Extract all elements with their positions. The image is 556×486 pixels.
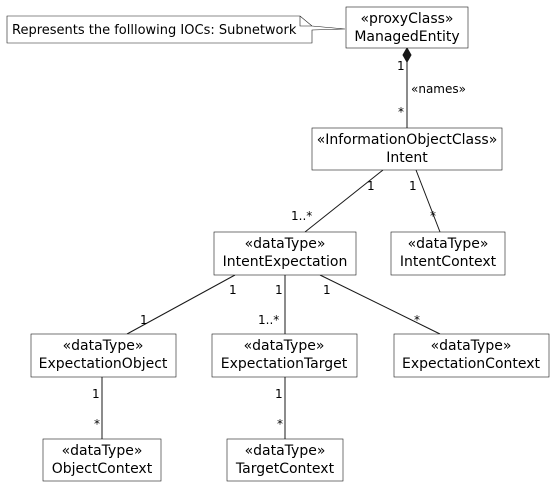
association-intent-context: 1 * (409, 169, 441, 233)
class-managed-entity: «proxyClass» ManagedEntity (345, 6, 469, 49)
target-multiplicity: 1 (140, 313, 148, 327)
class-expectation-target: «dataType» ExpectationTarget (211, 333, 358, 378)
source-multiplicity: 1 (275, 283, 283, 297)
class-expectation-object: «dataType» ExpectationObject (30, 333, 177, 378)
class-name: Intent (386, 150, 428, 166)
class-name: ExpectationTarget (221, 356, 348, 372)
association-target-context: 1 * (275, 377, 286, 439)
source-multiplicity: 1 (92, 387, 100, 401)
source-multiplicity: 1 (275, 387, 283, 401)
class-object-context: «dataType» ObjectContext (42, 438, 162, 482)
class-stereotype: «dataType» (431, 338, 512, 354)
class-name: TargetContext (235, 461, 335, 477)
target-multiplicity: * (398, 105, 404, 119)
class-stereotype: «dataType» (244, 338, 325, 354)
class-name: IntentExpectation (223, 254, 348, 270)
target-multiplicity: 1..* (258, 313, 279, 327)
class-stereotype: «InformationObjectClass» (317, 132, 498, 148)
class-expectation-context: «dataType» ExpectationContext (393, 333, 550, 378)
target-multiplicity: * (94, 417, 100, 431)
class-intent-context: «dataType» IntentContext (390, 231, 506, 276)
source-multiplicity: 1 (367, 179, 375, 193)
class-intent: «InformationObjectClass» Intent (311, 127, 503, 171)
class-stereotype: «dataType» (245, 236, 326, 252)
class-name: ExpectationObject (39, 356, 168, 372)
association-expectation-object: 1 1 (126, 274, 237, 335)
class-stereotype: «dataType» (63, 338, 144, 354)
class-stereotype: «dataType» (62, 443, 143, 459)
association-object-context: 1 * (92, 377, 103, 439)
target-multiplicity: * (277, 417, 283, 431)
class-name: ObjectContext (52, 461, 153, 477)
class-stereotype: «dataType» (408, 236, 489, 252)
source-multiplicity: 1 (323, 283, 331, 297)
class-name: IntentContext (400, 254, 497, 270)
class-stereotype: «dataType» (245, 443, 326, 459)
association-expectation-target: 1 1..* (258, 275, 286, 334)
source-multiplicity: 1 (409, 179, 417, 193)
association-intent-expectation: 1 1..* (291, 169, 384, 233)
association-expectation-context: 1 * (319, 274, 441, 335)
association-names: «names» 1 * (397, 46, 466, 128)
note-shape (6, 15, 346, 44)
class-name: ExpectationContext (402, 356, 541, 372)
class-intent-expectation: «dataType» IntentExpectation (213, 231, 357, 276)
source-multiplicity: 1 (397, 59, 405, 73)
target-multiplicity: * (430, 209, 436, 223)
note-text: Represents the folllowing IOCs: Subnetwo… (12, 23, 297, 38)
source-multiplicity: 1 (229, 283, 237, 297)
note: Represents the folllowing IOCs: Subnetwo… (6, 15, 346, 44)
composition-diamond (402, 46, 412, 64)
class-target-context: «dataType» TargetContext (226, 438, 344, 482)
target-multiplicity: 1..* (291, 209, 312, 223)
association-label: «names» (411, 82, 466, 96)
target-multiplicity: * (414, 313, 420, 327)
class-name: ManagedEntity (354, 29, 459, 45)
class-stereotype: «proxyClass» (360, 11, 453, 27)
